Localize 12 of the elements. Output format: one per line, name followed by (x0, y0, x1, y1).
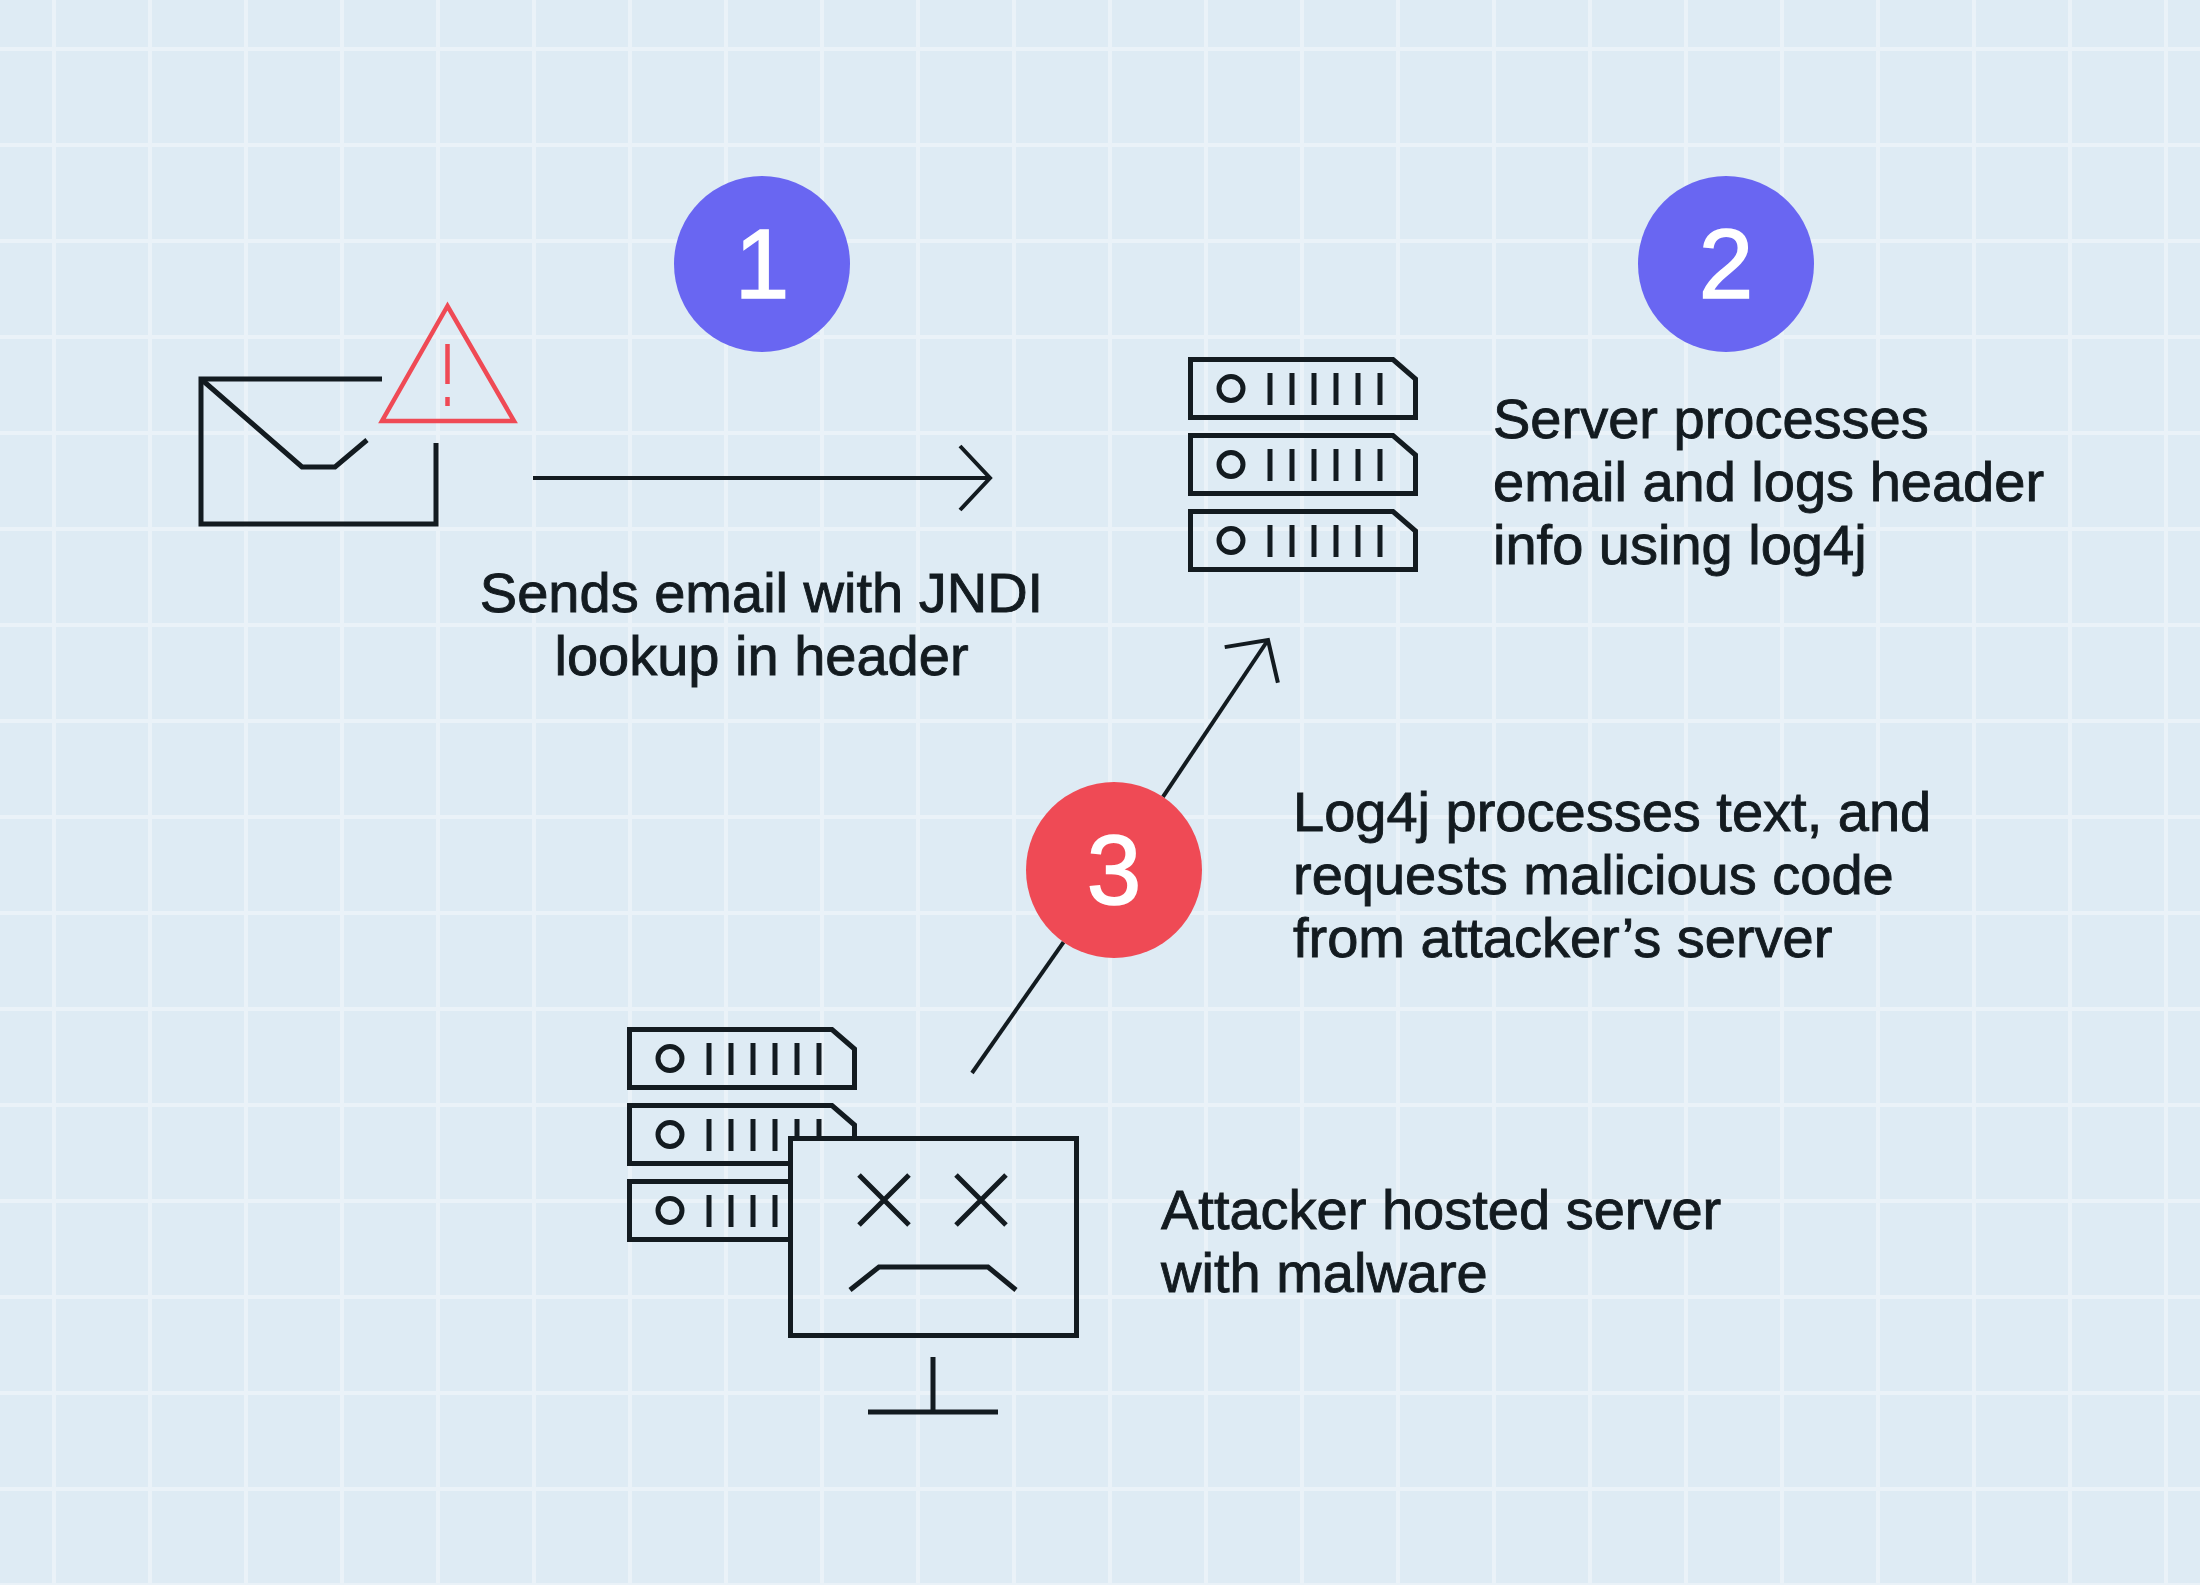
step-number: 3 (1086, 821, 1142, 919)
arrow (1161, 638, 1280, 798)
description-text: Attacker hosted server with malware (1161, 1178, 1723, 1304)
step-number: 2 (1698, 215, 1754, 313)
description-text: Server processes email and logs header info using log4j (1493, 387, 2046, 576)
step-number: 1 (734, 215, 790, 313)
edge-label: Sends email with JNDI lookup in header (478, 561, 1045, 687)
connector-line (970, 940, 1066, 1075)
arrow (533, 444, 992, 512)
server-rack-sad-monitor-icon (627, 1027, 1079, 1415)
description-text: Log4j processes text, and requests malicious code from attacker’s server (1293, 780, 1933, 969)
server-rack-icon (1188, 357, 1418, 572)
